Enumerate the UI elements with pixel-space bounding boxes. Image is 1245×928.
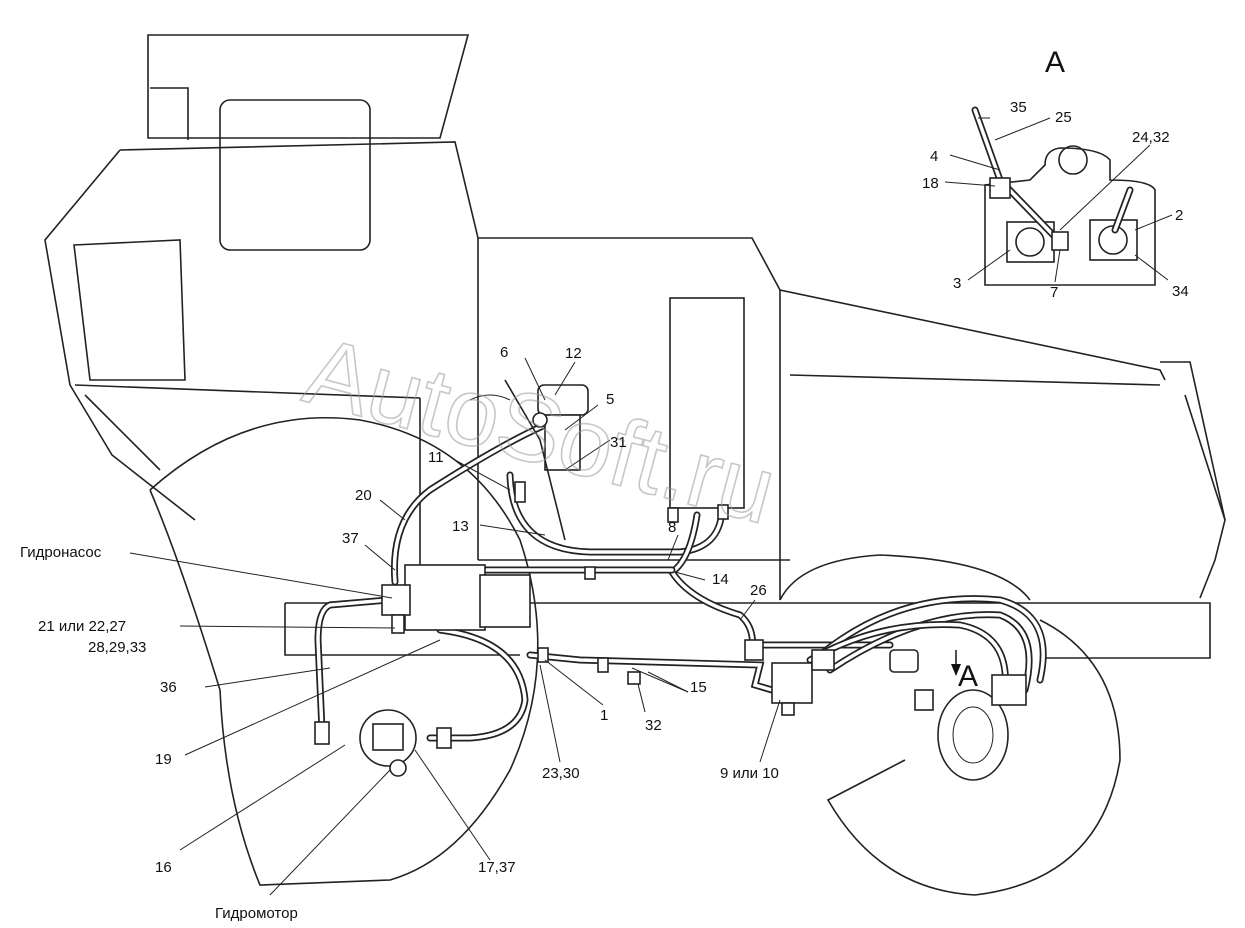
inset-callout-34: 34 [1172, 283, 1189, 300]
rear-wheel [826, 619, 1121, 896]
callout-15: 15 [690, 679, 707, 696]
inset-callout-35: 35 [1010, 99, 1027, 116]
leader-lines [129, 357, 781, 896]
callout-9-or-10: 9 или 10 [720, 765, 779, 782]
inset-callout-4: 4 [930, 148, 938, 165]
inset-callout-7: 7 [1050, 284, 1058, 301]
control-valve [744, 639, 835, 716]
hydraulic-motor [314, 709, 452, 777]
inset-callout-2: 2 [1175, 207, 1183, 224]
callout-17-37: 17,37 [478, 859, 516, 876]
callout-19: 19 [155, 751, 172, 768]
callout-14: 14 [712, 571, 729, 588]
callout-8: 8 [668, 519, 676, 536]
inset-callout-25: 25 [1055, 109, 1072, 126]
callout-31: 31 [610, 434, 627, 451]
callout-11: 11 [428, 449, 444, 466]
callout-5: 5 [606, 391, 614, 408]
callout-32: 32 [645, 717, 662, 734]
callout-37: 37 [342, 530, 359, 547]
vehicle-body [284, 237, 1226, 659]
callout-6: 6 [500, 344, 508, 361]
oil-tank [532, 384, 589, 471]
callout-16: 16 [155, 859, 172, 876]
inset-view-a: А [944, 46, 1173, 286]
callout-20: 20 [355, 487, 372, 504]
callout-21-22-27: 21 или 22,27 [38, 618, 126, 635]
callout-1: 1 [600, 707, 608, 724]
inset-title: А [1045, 46, 1065, 79]
watermark: AutoSoft.ru [295, 317, 787, 545]
front-wheel [149, 417, 539, 886]
fittings [537, 504, 729, 685]
callout-26: 26 [750, 582, 767, 599]
inset-callout-24-32: 24,32 [1132, 129, 1170, 146]
control-lever [469, 379, 566, 541]
callout-pump: Гидронасос [20, 544, 102, 561]
callout-12: 12 [565, 345, 582, 362]
callout-labels: 6 12 5 31 11 20 13 8 37 Гидронасос 14 26… [20, 99, 1189, 922]
hydraulic-hoses [314, 421, 1047, 742]
inset-callout-3: 3 [953, 275, 961, 292]
callout-motor: Гидромотор [215, 905, 298, 922]
rear-brake-cylinder [889, 649, 1027, 781]
cab-outline [44, 34, 479, 560]
callout-36: 36 [160, 679, 177, 696]
view-marker-label: А [958, 660, 978, 693]
callout-28-29-33: 28,29,33 [88, 639, 146, 656]
view-arrow-a: А [951, 650, 978, 693]
callout-13: 13 [452, 518, 469, 535]
callout-23-30: 23,30 [542, 765, 580, 782]
inset-callout-18: 18 [922, 175, 939, 192]
hydraulic-pump [381, 564, 531, 634]
